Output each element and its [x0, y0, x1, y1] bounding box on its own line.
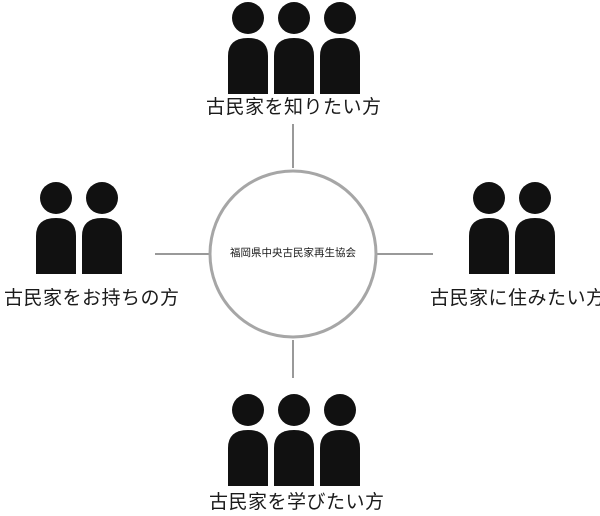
center-circle — [208, 169, 378, 339]
node-label-left: 古民家をお持ちの方 — [4, 287, 180, 309]
person-silhouette-icon — [36, 182, 76, 274]
center-label: 福岡県中央古民家再生協会 — [230, 247, 356, 259]
node-label-top: 古民家を知りたい方 — [206, 96, 382, 118]
person-silhouette-icon — [515, 182, 555, 274]
person-silhouette-icon — [228, 2, 268, 94]
person-silhouette-icon — [320, 394, 360, 486]
person-group-top — [228, 2, 360, 94]
node-label-right: 古民家に住みたい方 — [430, 287, 600, 309]
person-group-bottom — [228, 394, 360, 486]
person-silhouette-icon — [228, 394, 268, 486]
person-silhouette-icon — [320, 2, 360, 94]
person-silhouette-icon — [82, 182, 122, 274]
person-silhouette-icon — [469, 182, 509, 274]
node-label-bottom: 古民家を学びたい方 — [209, 491, 385, 513]
person-group-left — [36, 182, 122, 274]
person-silhouette-icon — [274, 394, 314, 486]
person-group-right — [469, 182, 555, 274]
person-silhouette-icon — [274, 2, 314, 94]
